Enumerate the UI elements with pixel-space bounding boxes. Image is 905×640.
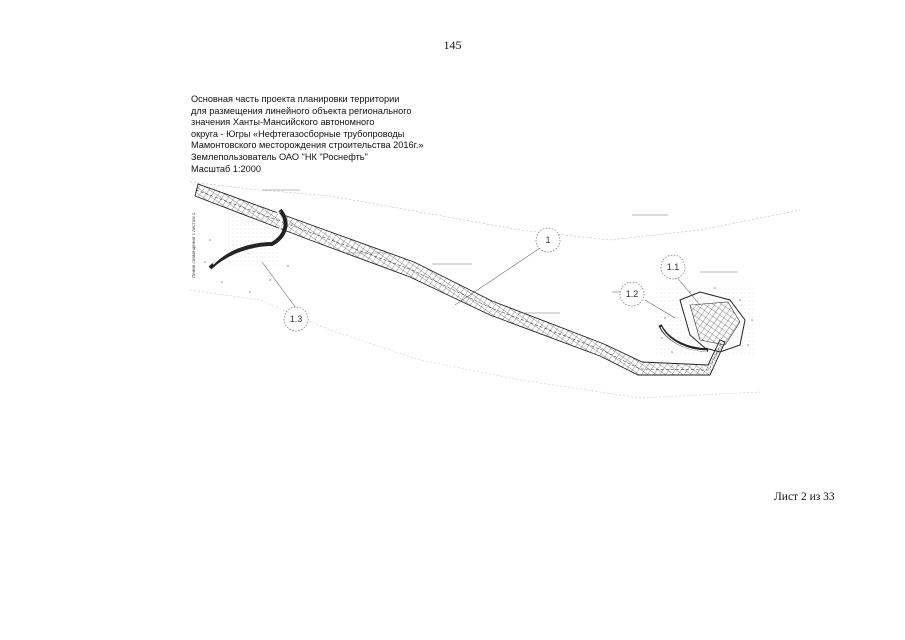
survey-points xyxy=(204,199,753,353)
title-line: для размещения линейного объекта региона… xyxy=(191,105,412,116)
callout-label-1-3: 1.3 xyxy=(290,314,303,324)
pipeline-corridor xyxy=(194,183,726,376)
sheet-number: Лист 2 из 33 xyxy=(774,491,835,503)
callout-circle-1-3 xyxy=(283,306,309,332)
title-line: округа - Югры «Нефтегазосборные трубопро… xyxy=(191,128,405,139)
boundary-dashed xyxy=(189,289,761,399)
title-line: Основная часть проекта планировки террит… xyxy=(191,94,400,104)
callout-label-1: 1 xyxy=(545,235,550,245)
callout-leader-1-1 xyxy=(674,274,701,306)
title-block: Основная часть проекта планировки террит… xyxy=(191,94,451,175)
scale-line: Масштаб 1:2000 xyxy=(191,163,261,174)
page-number: 145 xyxy=(443,38,462,52)
callout-leader-1 xyxy=(454,247,541,306)
left-pad-fill xyxy=(225,215,280,265)
title-line: значения Ханты-Мансийского автономного xyxy=(191,117,375,128)
callout-label-1-1: 1.1 xyxy=(667,262,680,272)
callout-circle-1-1 xyxy=(660,254,686,280)
callout-leader-1-2 xyxy=(644,299,676,319)
callout-circle-1-2 xyxy=(619,281,645,307)
title-line: Мамонтовского месторождения строительств… xyxy=(191,140,424,151)
callout-circle-1 xyxy=(535,227,561,253)
callout-label-1-2: 1.2 xyxy=(626,289,639,299)
pipeline-centerline xyxy=(195,189,723,371)
right-pad-dots xyxy=(655,285,755,355)
callout-leader-1-3 xyxy=(261,261,297,309)
title-line: Землепользователь ОАО "НК "Роснефть" xyxy=(191,151,368,162)
side-label: Линия совмещения с листом 1 xyxy=(191,212,196,278)
survey-marks xyxy=(262,189,738,314)
